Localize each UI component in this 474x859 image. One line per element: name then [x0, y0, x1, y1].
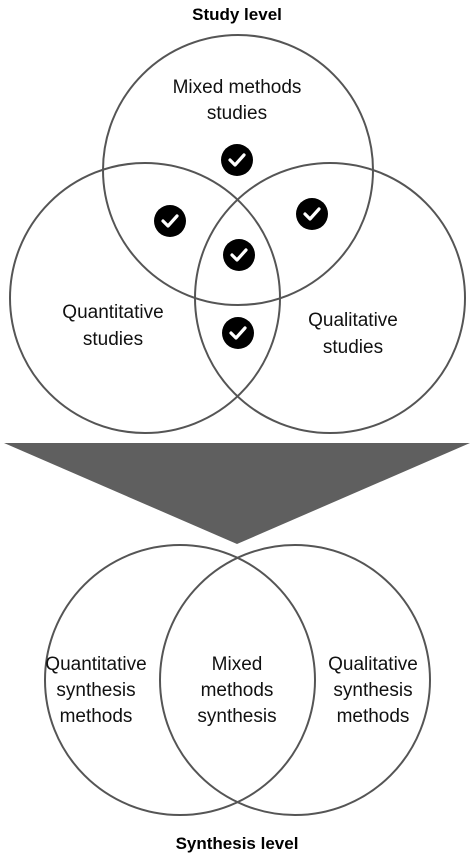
label-line: Qualitative: [308, 310, 398, 331]
label-line: studies: [323, 337, 383, 358]
label-line: Mixed: [212, 654, 263, 675]
qualitative-studies-circle: [194, 162, 466, 434]
mixed-methods-synthesis-label: Mixed methods synthesis: [197, 654, 276, 727]
qualitative-synthesis-circle: [159, 544, 431, 816]
check-circle-icon: [154, 205, 186, 237]
label-line: synthesis: [333, 680, 412, 701]
check-circle-icon: [221, 144, 253, 176]
mixed-methods-studies-label: Mixed methods studies: [173, 77, 302, 124]
synthesis-level-heading: Synthesis level: [176, 834, 299, 853]
check-circle-icon: [222, 317, 254, 349]
check-circle-icon: [296, 198, 328, 230]
label-line: Quantitative: [45, 654, 146, 675]
label-line: Qualitative: [328, 654, 418, 675]
down-arrow-icon: [4, 443, 470, 544]
label-line: studies: [207, 103, 267, 124]
qualitative-studies-label: Qualitative studies: [308, 310, 398, 358]
quantitative-studies-circle: [9, 162, 281, 434]
qualitative-synthesis-label: Qualitative synthesis methods: [328, 654, 418, 727]
label-line: Mixed methods: [173, 77, 302, 98]
label-line: synthesis: [197, 706, 276, 727]
label-line: synthesis: [56, 680, 135, 701]
label-line: studies: [83, 329, 143, 350]
label-line: methods: [60, 706, 133, 727]
label-line: Quantitative: [62, 302, 163, 323]
study-level-heading: Study level: [192, 5, 282, 24]
check-circle-icon: [223, 239, 255, 271]
quantitative-synthesis-circle: [44, 544, 316, 816]
label-line: methods: [337, 706, 410, 727]
quantitative-synthesis-label: Quantitative synthesis methods: [45, 654, 146, 727]
quantitative-studies-label: Quantitative studies: [62, 302, 163, 350]
label-line: methods: [201, 680, 274, 701]
